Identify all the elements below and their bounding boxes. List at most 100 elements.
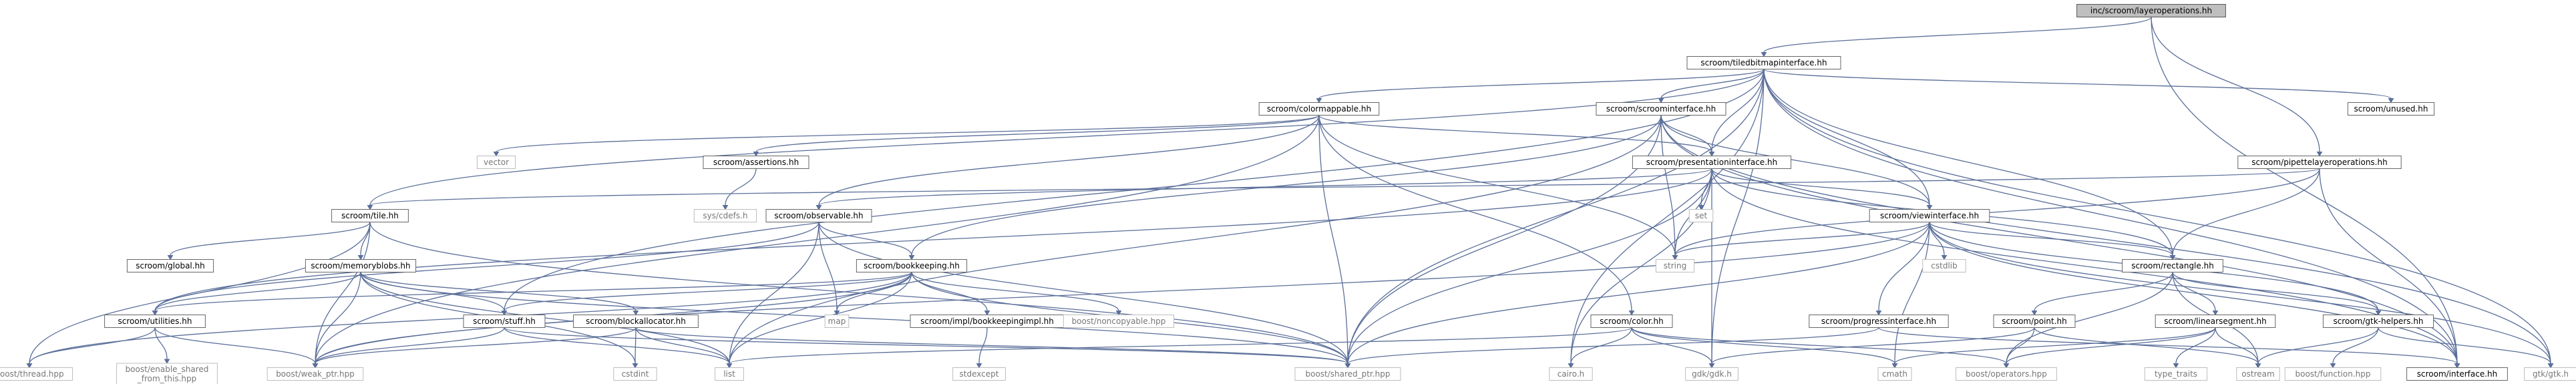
node-label: scroom/viewinterface.hh — [1880, 211, 1979, 220]
node-root[interactable]: inc/scroom/layeroperations.hh — [2076, 4, 2226, 17]
node-map[interactable]: map — [824, 315, 850, 328]
edge-tbi-to-pres — [1711, 69, 1765, 152]
node-weakptr[interactable]: boost/weak_ptr.hpp — [266, 367, 364, 381]
edge-tbi-to-view — [1763, 69, 1930, 206]
node-box — [1590, 315, 1673, 328]
node-cairo[interactable]: cairo.h — [1549, 367, 1593, 381]
edge-view-to-weakptr — [315, 222, 1930, 364]
node-gdk[interactable]: gdk/gdk.h — [1685, 367, 1738, 381]
node-box — [2524, 367, 2576, 381]
edge-tbi-to-rect — [1763, 69, 2173, 256]
edge-point-to-ostream — [2034, 327, 2259, 364]
arrowhead-icon — [815, 205, 822, 210]
node-rect[interactable]: scroom/rectangle.hh — [2122, 259, 2223, 272]
node-cmath[interactable]: cmath — [1877, 367, 1912, 381]
node-point[interactable]: scroom/point.hh — [1993, 315, 2076, 328]
node-cstdlib[interactable]: cstdlib — [1922, 259, 1966, 272]
node-label: scroom/progressinterface.hh — [1821, 317, 1936, 326]
node-thread[interactable]: boost/thread.hpp — [0, 367, 73, 381]
edge-cm-to-pres — [1318, 114, 1712, 153]
node-sharedptr[interactable]: boost/shared_ptr.hpp — [1294, 367, 1401, 381]
node-linseg[interactable]: scroom/linearsegment.hh — [2155, 315, 2276, 328]
node-box — [1809, 315, 1949, 328]
node-set[interactable]: set — [1688, 209, 1714, 222]
node-cdefs[interactable]: sys/cdefs.h — [693, 209, 757, 222]
node-si[interactable]: scroom/scroominterface.hh — [1596, 102, 1726, 116]
node-blockalloc[interactable]: scroom/blockallocator.hh — [573, 315, 699, 328]
node-box — [463, 315, 546, 328]
node-view[interactable]: scroom/viewinterface.hh — [1869, 209, 1990, 222]
node-unused[interactable]: scroom/unused.hh — [2347, 102, 2435, 116]
edge-cm-to-assert — [755, 114, 1320, 153]
arrowhead-icon — [726, 363, 733, 369]
node-enableshared[interactable]: boost/enable_shared_from_this.hpp — [116, 363, 218, 384]
node-obs[interactable]: scroom/observable.hh — [765, 209, 872, 222]
arrowhead-icon — [984, 311, 990, 316]
edge-util-to-weakptr — [154, 327, 316, 364]
node-iface[interactable]: scroom/interface.hh — [2406, 367, 2508, 381]
node-util[interactable]: scroom/utilities.hh — [104, 315, 206, 328]
arrowhead-icon — [2547, 363, 2554, 369]
edge-blockalloc-to-weakptr — [315, 327, 636, 364]
node-box — [305, 259, 417, 272]
node-pipette[interactable]: scroom/pipettelayeroperations.hh — [2237, 156, 2402, 169]
node-cm[interactable]: scroom/colormappable.hh — [1258, 102, 1380, 116]
node-label: scroom/unused.hh — [2354, 104, 2428, 114]
node-label: set — [1695, 211, 1708, 220]
edge-tbi-to-si — [1660, 69, 1765, 99]
node-color[interactable]: scroom/color.hh — [1590, 315, 1673, 328]
node-label: scroom/point.hh — [2002, 317, 2067, 326]
edge-pipette-to-tile — [369, 168, 2320, 206]
node-global[interactable]: scroom/global.hh — [126, 259, 214, 272]
node-label: cstdint — [622, 369, 649, 379]
node-tile[interactable]: scroom/tile.hh — [331, 209, 409, 222]
arrowhead-icon — [1941, 255, 1948, 260]
node-ostream[interactable]: ostream — [2236, 367, 2280, 381]
edge-blockalloc-to-list — [635, 327, 730, 364]
edge-view-to-cmath — [1894, 222, 1930, 364]
edge-obs-to-util — [154, 222, 819, 311]
node-box — [1258, 102, 1380, 116]
node-typetraits[interactable]: type_traits — [2144, 367, 2208, 381]
node-stdexcept[interactable]: stdexcept — [952, 367, 1006, 381]
node-label: inc/scroom/layeroperations.hh — [2090, 6, 2212, 15]
node-operators[interactable]: boost/operators.hpp — [1956, 367, 2057, 381]
node-list[interactable]: list — [715, 367, 744, 381]
node-bkimpl[interactable]: scroom/impl/bookkeepingimpl.hh — [910, 315, 1065, 328]
edge-tbi-to-sharedptr — [1347, 69, 1765, 364]
edge-si-to-bk — [911, 115, 1662, 256]
arrowhead-icon — [1316, 98, 1322, 104]
node-label: boost/enable_shared — [126, 365, 209, 374]
edge-blockalloc-to-cstdint — [634, 327, 636, 364]
node-gtk[interactable]: gtk/gtk.h — [2524, 367, 2576, 381]
arrowhead-icon — [2330, 363, 2336, 369]
node-boostfunc[interactable]: boost/function.hpp — [2284, 367, 2382, 381]
node-box — [824, 315, 850, 328]
edge-bk-to-list — [729, 272, 912, 364]
node-gtkhelpers[interactable]: scroom/gtk-helpers.hh — [2322, 315, 2434, 328]
node-tbi[interactable]: scroom/tiledbitmapinterface.hh — [1686, 56, 1841, 69]
node-bk[interactable]: scroom/bookkeeping.hh — [856, 259, 968, 272]
node-box — [2322, 315, 2434, 328]
node-label: scroom/stuff.hh — [473, 317, 536, 326]
node-assert[interactable]: scroom/assertions.hh — [703, 156, 809, 169]
node-string[interactable]: string — [1655, 259, 1695, 272]
node-layer: inc/scroom/layeroperations.hh scroom/tile… — [0, 4, 2576, 384]
node-label: scroom/blockallocator.hh — [586, 317, 686, 326]
arrowhead-icon — [1708, 152, 1715, 157]
node-label: cmath — [1882, 369, 1907, 379]
arrowhead-icon — [1115, 311, 1122, 316]
node-cstdint[interactable]: cstdint — [613, 367, 657, 381]
node-stuff[interactable]: scroom/stuff.hh — [463, 315, 546, 328]
node-progress[interactable]: scroom/progressinterface.hh — [1809, 315, 1949, 328]
node-vector[interactable]: vector — [476, 156, 516, 169]
node-pres[interactable]: scroom/presentationinterface.hh — [1632, 156, 1792, 169]
arrowhead-icon — [753, 152, 759, 157]
arrowhead-icon — [2212, 311, 2219, 316]
node-noncopy[interactable]: boost/noncopyable.hpp — [1063, 315, 1175, 328]
node-box — [2347, 102, 2435, 116]
node-label: scroom/global.hh — [136, 261, 205, 270]
node-label: boost/function.hpp — [2295, 369, 2371, 379]
node-memblobs[interactable]: scroom/memoryblobs.hh — [305, 259, 417, 272]
